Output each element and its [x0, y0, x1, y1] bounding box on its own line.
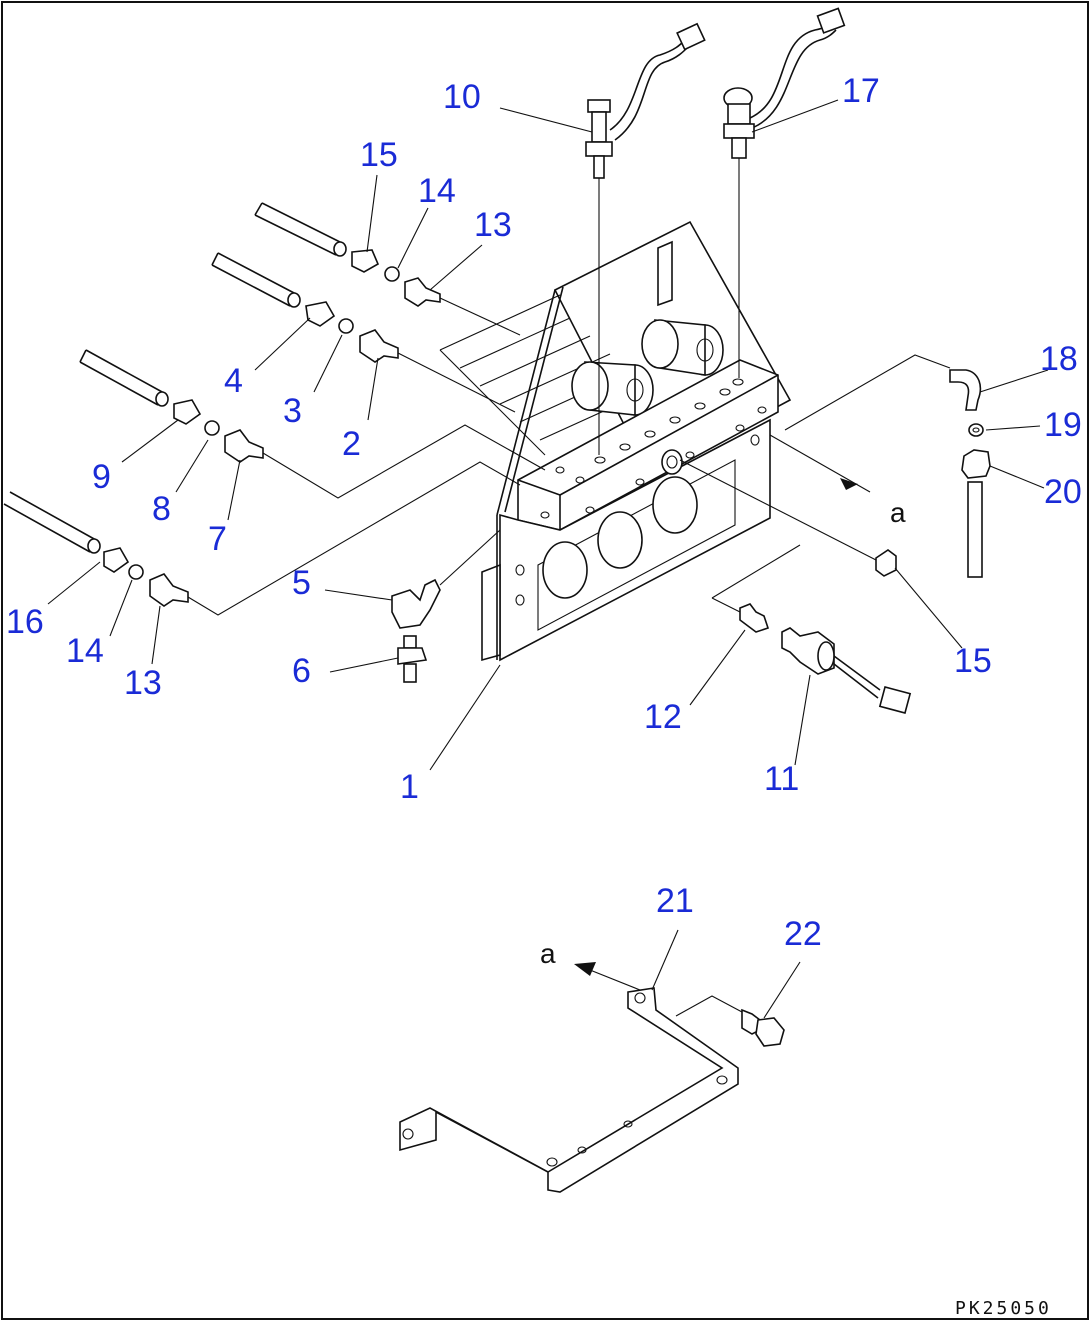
part-labels: 10 17 15 14 13 4 3 2 9 8 7 5 16 14 13 6 … — [6, 72, 1082, 953]
bolt-22 — [675, 995, 785, 1047]
label-part-13-top: 13 — [474, 206, 512, 244]
drawing-code: PK25050 — [955, 1298, 1052, 1319]
view-label-a-top: a — [890, 497, 906, 528]
label-part-21: 21 — [656, 882, 694, 920]
label-part-6: 6 — [292, 652, 311, 690]
label-part-2: 2 — [342, 425, 361, 463]
label-part-4: 4 — [224, 362, 243, 400]
view-arrow-top — [769, 434, 871, 493]
label-part-15-bottom: 16 — [6, 603, 44, 641]
bracket-21 — [399, 987, 739, 1193]
label-part-14-bottom: 14 — [66, 632, 104, 670]
label-part-17: 17 — [842, 72, 880, 110]
label-part-7: 7 — [208, 520, 227, 558]
label-part-22: 22 — [784, 915, 822, 953]
label-part-13-bottom: 13 — [124, 664, 162, 702]
label-part-3: 3 — [283, 392, 302, 430]
hose-fitting-row-top — [254, 202, 521, 336]
label-part-12: 12 — [644, 698, 682, 736]
sensor-17 — [723, 7, 846, 378]
label-part-5: 5 — [292, 564, 311, 602]
valve-block — [439, 220, 792, 662]
leader-lines — [47, 99, 1049, 1019]
label-part-9: 9 — [92, 458, 111, 496]
switch-11 — [781, 627, 912, 715]
label-part-20: 20 — [1044, 473, 1082, 511]
pipe-elbow-18 — [784, 354, 982, 431]
label-part-18: 18 — [1040, 340, 1078, 378]
solenoid-cylinders — [571, 319, 724, 416]
label-part-14-top: 14 — [418, 172, 456, 210]
nut-20 — [961, 449, 991, 578]
view-arrow-bottom — [574, 962, 641, 991]
hose-fitting-row-second — [211, 252, 516, 413]
label-part-16: 15 — [954, 642, 992, 680]
hose-fitting-row-bottom — [3, 461, 521, 616]
fitting-12 — [711, 544, 801, 633]
label-part-19: 19 — [1044, 406, 1082, 444]
hose-fitting-row-third — [79, 349, 546, 499]
label-part-15-top: 15 — [360, 136, 398, 174]
label-part-10: 10 — [443, 78, 481, 116]
label-part-11: 11 — [764, 760, 799, 798]
view-label-a-bottom: a — [540, 938, 556, 969]
sleeve-19 — [968, 423, 984, 437]
elbow-5 — [391, 529, 501, 629]
sensor-10 — [585, 22, 706, 455]
plug-16 — [679, 459, 897, 577]
nipple-6 — [397, 635, 428, 683]
label-part-1: 1 — [400, 768, 419, 806]
label-part-8: 8 — [152, 490, 171, 528]
